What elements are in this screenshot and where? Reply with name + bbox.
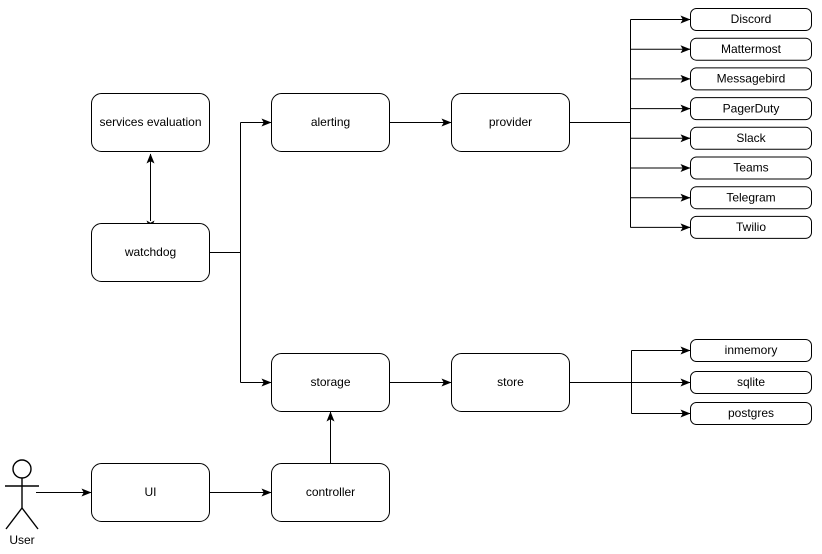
services-evaluation-label: services evaluation	[99, 115, 201, 129]
node-services-evaluation[interactable]: services evaluation	[91, 93, 210, 152]
slack-label: Slack	[736, 131, 766, 145]
node-controller[interactable]: controller	[271, 463, 390, 522]
actor-leg-right	[21, 507, 39, 530]
provider-leaf-mattermost[interactable]: Mattermost	[690, 37, 812, 61]
provider-leaf-slack[interactable]: Slack	[690, 126, 812, 150]
controller-label: controller	[306, 485, 355, 499]
node-storage[interactable]: storage	[271, 353, 390, 412]
postgres-box[interactable]	[690, 402, 812, 425]
actor-head	[12, 459, 32, 479]
teams-label: Teams	[733, 161, 768, 175]
sqlite-label: sqlite	[737, 375, 765, 389]
controller-box[interactable]	[271, 463, 390, 522]
slack-box[interactable]	[690, 126, 812, 150]
watchdog-label: watchdog	[124, 245, 176, 259]
node-watchdog[interactable]: watchdog	[91, 223, 210, 282]
provider-leaf-discord[interactable]: Discord	[690, 8, 812, 31]
pagerduty-box[interactable]	[690, 97, 812, 121]
provider-label: provider	[489, 115, 532, 129]
watchdog-box[interactable]	[91, 223, 210, 282]
provider-leaf-pagerduty[interactable]: PagerDuty	[690, 97, 812, 121]
telegram-label: Telegram	[726, 190, 775, 204]
twilio-label: Twilio	[736, 220, 766, 234]
provider-leaf-telegram[interactable]: Telegram	[690, 186, 812, 210]
provider-box[interactable]	[451, 93, 570, 152]
node-provider[interactable]: provider	[451, 93, 570, 152]
teams-box[interactable]	[690, 156, 812, 180]
actor-leg-left	[5, 507, 23, 530]
storage-box[interactable]	[271, 353, 390, 412]
inmemory-label: inmemory	[725, 343, 778, 357]
mattermost-box[interactable]	[690, 37, 812, 61]
node-store[interactable]: store	[451, 353, 570, 412]
storage-label: storage	[310, 375, 350, 389]
store-box[interactable]	[451, 353, 570, 412]
actor-label: User	[9, 533, 34, 547]
postgres-label: postgres	[728, 406, 774, 420]
messagebird-label: Messagebird	[717, 72, 786, 86]
ui-label: UI	[145, 485, 157, 499]
messagebird-box[interactable]	[690, 67, 812, 91]
provider-leaf-messagebird[interactable]: Messagebird	[690, 67, 812, 91]
ui-box[interactable]	[91, 463, 210, 522]
stick-figure-actor-icon	[5, 459, 39, 530]
discord-label: Discord	[731, 12, 772, 26]
alerting-box[interactable]	[271, 93, 390, 152]
telegram-box[interactable]	[690, 186, 812, 210]
provider-leaf-teams[interactable]: Teams	[690, 156, 812, 180]
provider-leaf-twilio[interactable]: Twilio	[690, 215, 812, 239]
store-label: store	[497, 375, 524, 389]
services-evaluation-box[interactable]	[91, 93, 210, 152]
store-leaf-postgres[interactable]: postgres	[690, 402, 812, 425]
discord-box[interactable]	[690, 8, 812, 31]
node-ui[interactable]: UI	[91, 463, 210, 522]
store-leaf-inmemory[interactable]: inmemory	[690, 339, 812, 362]
sqlite-box[interactable]	[690, 371, 812, 394]
pagerduty-label: PagerDuty	[723, 101, 780, 115]
mattermost-label: Mattermost	[721, 42, 782, 56]
node-alerting[interactable]: alerting	[271, 93, 390, 152]
store-leaf-sqlite[interactable]: sqlite	[690, 371, 812, 394]
twilio-box[interactable]	[690, 215, 812, 239]
inmemory-box[interactable]	[690, 339, 812, 362]
alerting-label: alerting	[311, 115, 350, 129]
